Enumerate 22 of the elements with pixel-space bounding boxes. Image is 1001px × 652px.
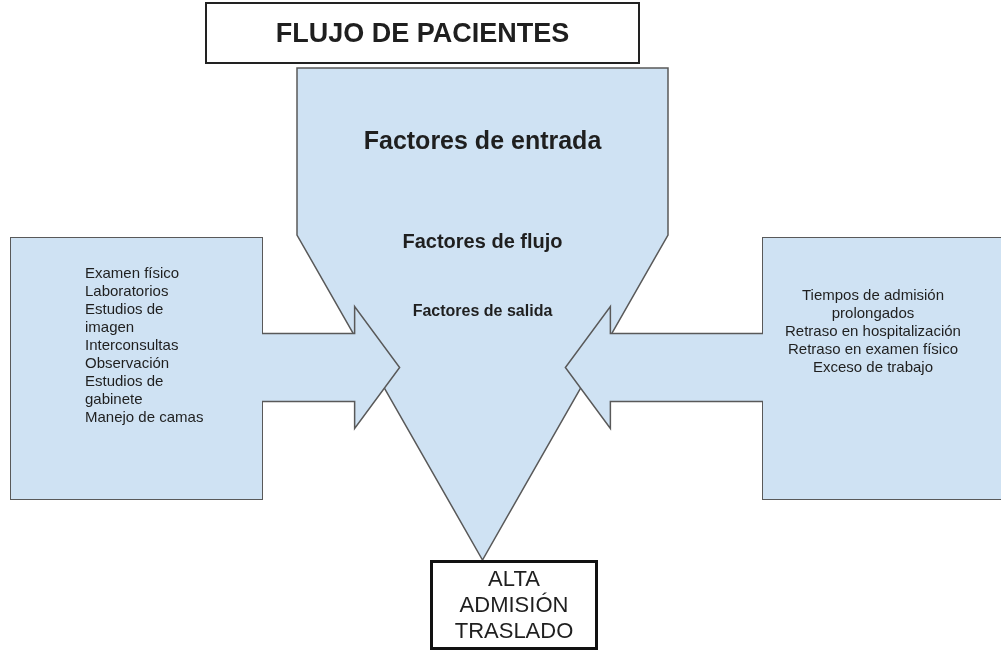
funnel-label: Factores de flujo bbox=[401, 230, 564, 253]
callout-box bbox=[762, 237, 1001, 500]
list-item: Manejo de camas bbox=[85, 408, 204, 426]
outcome-text: ALTA ADMISIÓN TRASLADO bbox=[453, 566, 575, 644]
funnel-label: Factores de entrada bbox=[362, 126, 603, 155]
list-item: Laboratorios bbox=[85, 282, 169, 300]
callout-box bbox=[10, 237, 263, 500]
list-item: Interconsultas bbox=[85, 336, 179, 354]
list-item: Examen físico bbox=[85, 264, 180, 282]
list-item: Estudios de imagen bbox=[85, 300, 165, 336]
list-item: Observación bbox=[85, 354, 170, 372]
list-item: Estudios de gabinete bbox=[85, 372, 165, 408]
title-box: FLUJO DE PACIENTES bbox=[205, 2, 640, 64]
list-item: Retraso en examen físico bbox=[787, 340, 959, 358]
funnel-label: Factores de salida bbox=[411, 302, 554, 320]
list-item: Tiempos de admisión prolongados bbox=[801, 286, 945, 322]
list-item: Exceso de trabajo bbox=[812, 358, 934, 376]
block-arrow bbox=[261, 304, 401, 431]
block-arrow bbox=[564, 304, 764, 431]
outcome-box bbox=[430, 560, 598, 650]
list-item: Retraso en hospitalización bbox=[785, 322, 961, 340]
funnel-shape bbox=[297, 68, 668, 560]
